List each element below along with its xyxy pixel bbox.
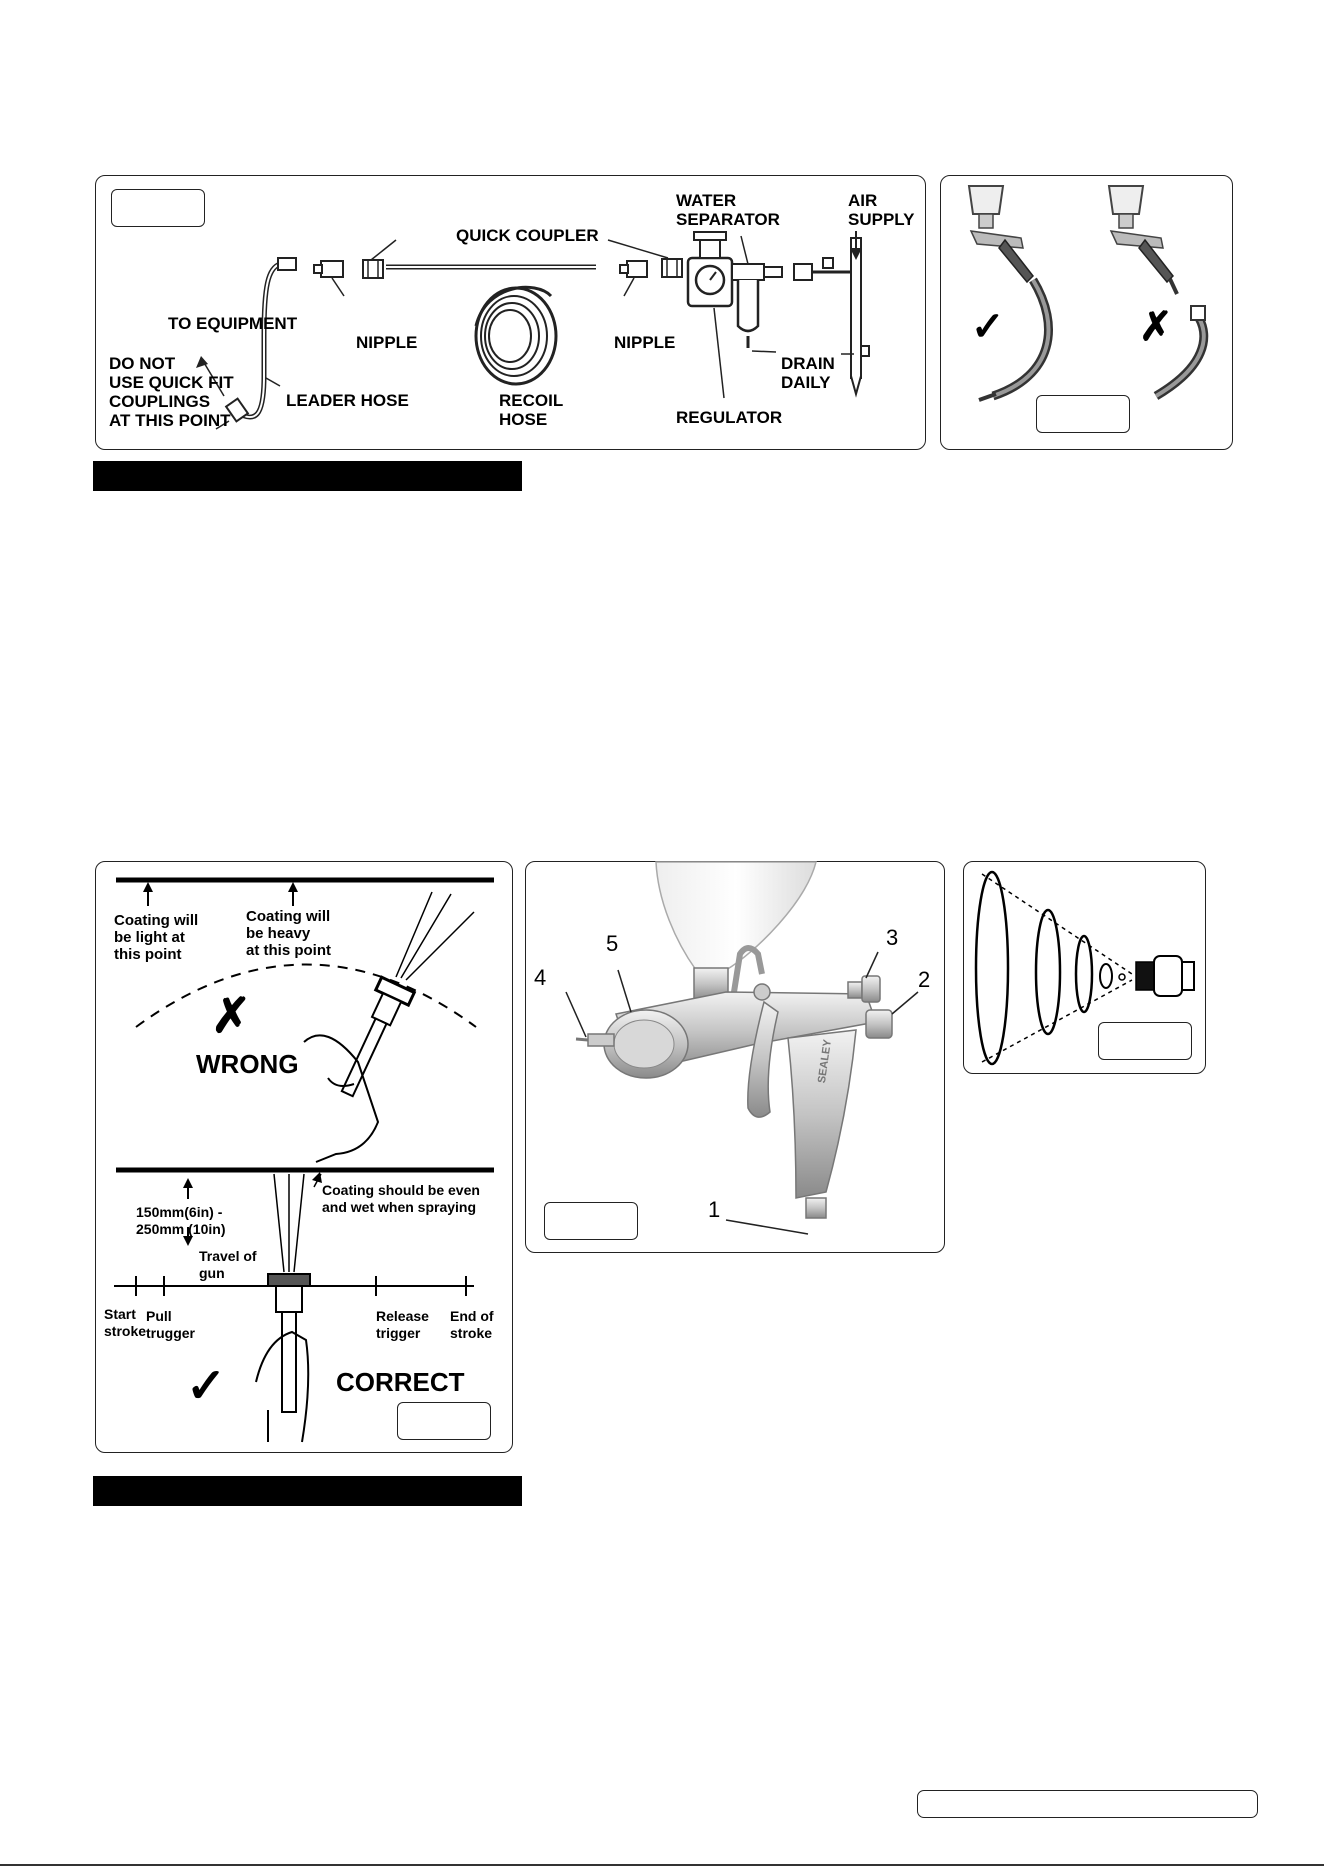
coating-heavy-label: Coating will be heavy at this point (246, 908, 331, 959)
spray-gun-figure: SEALEY 4 5 3 2 1 (525, 861, 945, 1253)
drain-daily-label: DRAIN DAILY (781, 354, 835, 392)
wrong-label: WRONG (196, 1050, 299, 1078)
travel-of-gun-label: Travel of gun (199, 1248, 257, 1282)
start-stroke-label: Start stroke (104, 1306, 146, 1340)
regulator-label: REGULATOR (676, 408, 782, 427)
coating-even-label: Coating should be even and wet when spra… (322, 1182, 480, 1216)
air-supply-label: AIR SUPPLY (848, 191, 914, 229)
nipple-right-label: NIPPLE (614, 333, 675, 352)
part-number-3: 3 (886, 926, 898, 950)
pull-trigger-label: Pull trugger (146, 1308, 195, 1342)
correct-label: CORRECT (336, 1368, 465, 1396)
quick-coupler-label: QUICK COUPLER (456, 226, 599, 245)
part-number-4: 4 (534, 966, 546, 990)
do-not-use-quick-fit-label: DO NOT USE QUICK FIT COUPLINGS AT THIS P… (109, 354, 234, 430)
leader-hose-label: LEADER HOSE (286, 391, 409, 410)
spray-technique-figure: Coating will be light at this point Coat… (95, 861, 513, 1453)
spray-gun-drawing (526, 862, 946, 1254)
section-heading-bar (93, 1476, 522, 1506)
section-heading-bar (93, 461, 522, 491)
figure-number-box (544, 1202, 638, 1240)
to-equipment-label: TO EQUIPMENT (168, 314, 297, 333)
coupling-figure: ✓ ✗ (940, 175, 1233, 450)
distance-label: 150mm(6in) - 250mm (10in) (136, 1204, 225, 1238)
footer-box (917, 1790, 1258, 1818)
coupling-correct-mark: ✓ (971, 306, 1005, 348)
release-trigger-label: Release trigger (376, 1308, 429, 1342)
coupling-wrong-mark: ✗ (1139, 306, 1173, 348)
end-of-stroke-label: End of stroke (450, 1308, 494, 1342)
part-number-5: 5 (606, 932, 618, 956)
spray-pattern-figure (963, 861, 1206, 1074)
coating-light-label: Coating will be light at this point (114, 912, 198, 963)
nipple-left-label: NIPPLE (356, 333, 417, 352)
figure-number-box (397, 1402, 491, 1440)
water-separator-label: WATER SEPARATOR (676, 191, 780, 229)
bottom-rule (0, 1864, 1324, 1866)
figure-number-box (1036, 395, 1130, 433)
wrong-x-mark: ✗ (211, 992, 251, 1042)
correct-check-mark: ✓ (186, 1362, 226, 1412)
hose-system-figure: WATER SEPARATOR AIR SUPPLY QUICK COUPLER… (95, 175, 926, 450)
figure-number-box (1098, 1022, 1192, 1060)
part-number-2: 2 (918, 968, 930, 992)
recoil-hose-label: RECOIL HOSE (499, 391, 563, 429)
part-number-1: 1 (708, 1198, 720, 1222)
